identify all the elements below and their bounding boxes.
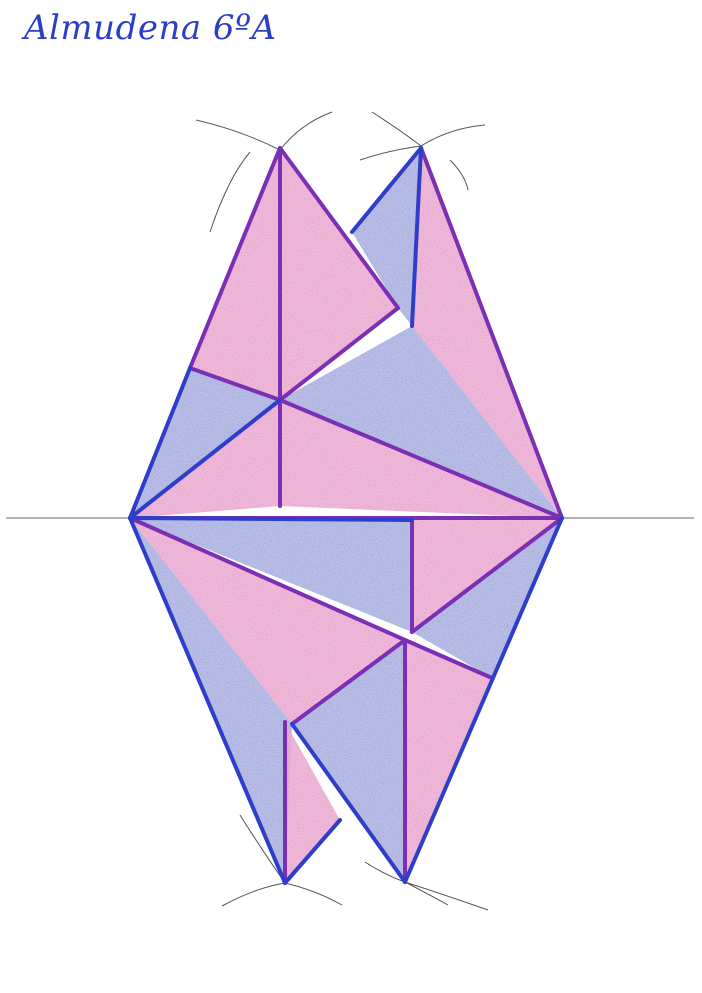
region-pink-9	[405, 640, 492, 882]
author-signature: Almudena 6ºA	[24, 8, 277, 48]
region-blue-5	[412, 518, 562, 678]
region-pink-8	[285, 722, 340, 883]
region-blue-3	[130, 368, 280, 518]
region-pink-1	[190, 148, 280, 400]
region-blue-4	[130, 518, 412, 632]
construction-arcs-top	[195, 111, 486, 233]
region-blue-7	[292, 640, 405, 882]
region-pink-3	[412, 148, 562, 518]
region-pink-2	[280, 148, 398, 400]
region-blue-1	[352, 148, 421, 326]
colored-regions	[130, 148, 562, 883]
region-blue-2	[280, 326, 562, 518]
region-pink-7	[130, 518, 405, 724]
blue-outlines	[128, 146, 564, 885]
